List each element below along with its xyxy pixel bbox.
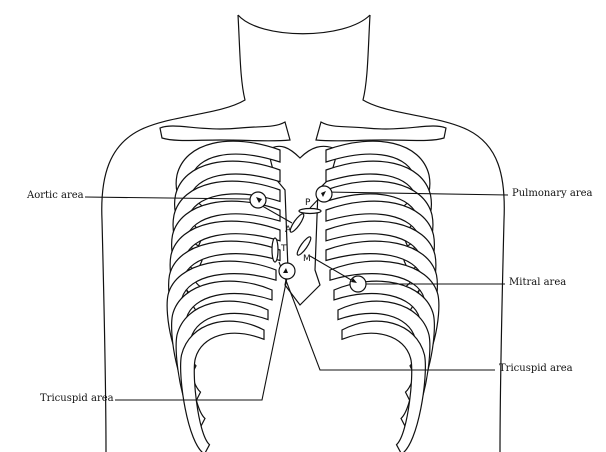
pulmonary-valve <box>298 207 322 215</box>
right-rib-10 <box>341 320 426 452</box>
aortic-valve-letter: A <box>285 225 292 235</box>
mitral-circle <box>349 275 367 293</box>
pulmonary-area-label: Pulmonary area <box>512 188 593 199</box>
ribcage <box>166 140 440 452</box>
aortic-valve <box>289 213 305 233</box>
sternum <box>267 145 339 306</box>
tricuspid-area-label-right: Tricuspid area <box>499 363 573 374</box>
mitral-area-label: Mitral area <box>509 277 567 288</box>
valves <box>271 207 322 263</box>
aortic-area-label: Aortic area <box>27 190 84 201</box>
left-rib-10 <box>180 320 265 452</box>
pulmonary-valve-letter: P <box>305 198 311 208</box>
clavicles <box>159 121 447 142</box>
tricuspid-valve-letter: T <box>281 244 287 254</box>
arrowheads <box>256 191 357 283</box>
tricuspid-valve <box>271 237 279 263</box>
mitral-valve <box>296 236 312 256</box>
body-outline <box>101 14 505 452</box>
mitral-valve-letter: M <box>303 254 311 264</box>
tricuspid-area-label-left: Tricuspid area <box>40 393 114 404</box>
tricuspid-right-leader <box>278 261 495 371</box>
tricuspid-left-leader <box>115 277 288 401</box>
